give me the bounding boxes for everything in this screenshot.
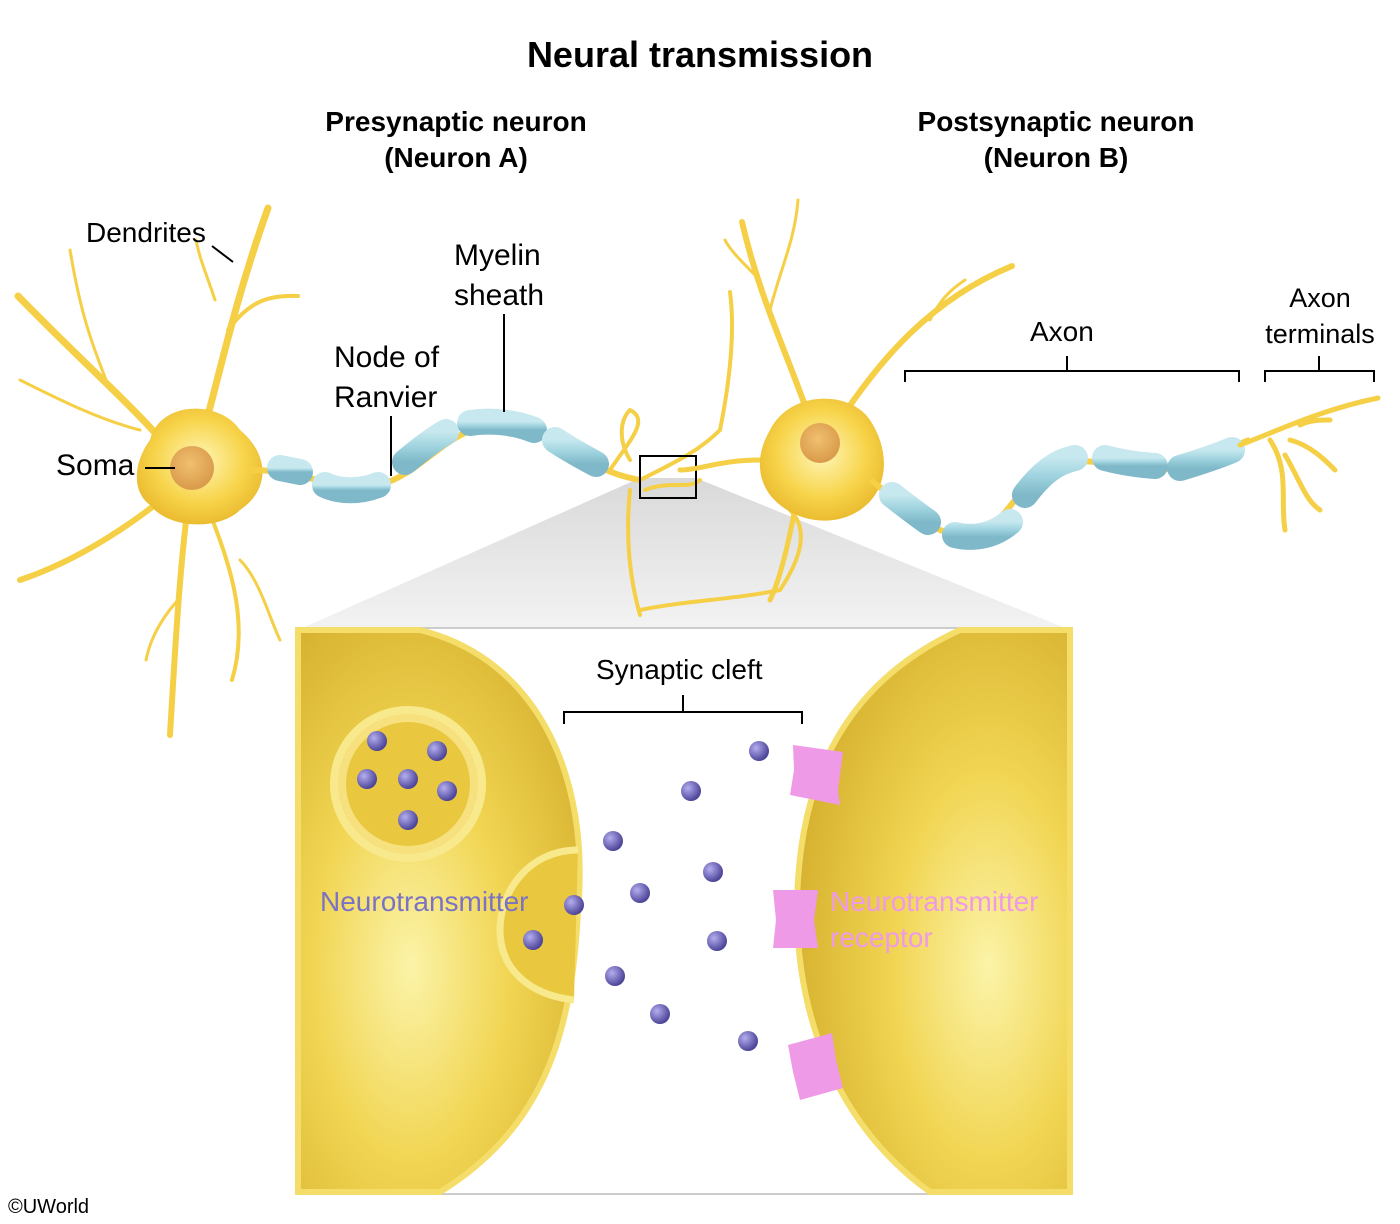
zoom-cone (298, 478, 1070, 630)
neuron-b (677, 198, 1015, 603)
neurotransmitter-label: Neurotransmitter (320, 886, 529, 917)
node-label-line1: Node of (334, 341, 440, 374)
nucleus-b (800, 423, 840, 463)
myelin-label-line1: Myelin (454, 239, 541, 272)
axon-terminals (1237, 395, 1381, 533)
terminals-label-line2: terminals (1265, 319, 1375, 349)
presynaptic-line1: Presynaptic neuron (325, 106, 587, 137)
dendrites-label: Dendrites (86, 217, 206, 248)
axon-label: Axon (1030, 316, 1094, 347)
postsynaptic-line2: (Neuron B) (983, 142, 1129, 173)
myelin-sheath-b (879, 437, 1245, 550)
page-title: Neural transmission (526, 34, 874, 75)
node-label-line2: Ranvier (334, 381, 438, 414)
receptor-1 (790, 745, 843, 805)
soma-label: Soma (56, 449, 135, 482)
myelin-sheath-a (267, 408, 609, 504)
receptor-label: Neurotransmitter receptor (830, 884, 1039, 956)
dendrites-pointer (211, 245, 234, 263)
copyright-notice: ©UWorld (8, 1196, 90, 1218)
postsynaptic-line1: Postsynaptic neuron (917, 106, 1195, 137)
terminals-label-line1: Axon (1289, 283, 1351, 313)
node-of-ranvier-label: Node of Ranvier (334, 338, 439, 418)
synaptic-cleft-label: Synaptic cleft (596, 654, 763, 685)
zoom-box (639, 455, 697, 499)
receptor-3 (788, 1033, 843, 1100)
nucleus-a (170, 446, 214, 490)
axon-bracket (904, 356, 1240, 382)
junction-branches (608, 290, 803, 617)
receptor-2 (773, 890, 818, 948)
myelin-sheath-label: Myelin sheath (454, 236, 544, 316)
presynaptic-heading: Presynaptic neuron (Neuron A) (246, 104, 666, 176)
neurotransmitters (357, 731, 769, 1051)
synapse-inset (295, 627, 1073, 1195)
myelin-label-line2: sheath (454, 279, 545, 312)
presynaptic-line2: (Neuron A) (384, 142, 528, 173)
receptor-label-line2: receptor (830, 922, 933, 953)
postsynaptic-heading: Postsynaptic neuron (Neuron B) (846, 104, 1266, 176)
axon-terminals-label: Axon terminals (1258, 280, 1382, 352)
receptor-label-line1: Neurotransmitter (830, 886, 1039, 917)
terminals-bracket (1264, 356, 1375, 382)
